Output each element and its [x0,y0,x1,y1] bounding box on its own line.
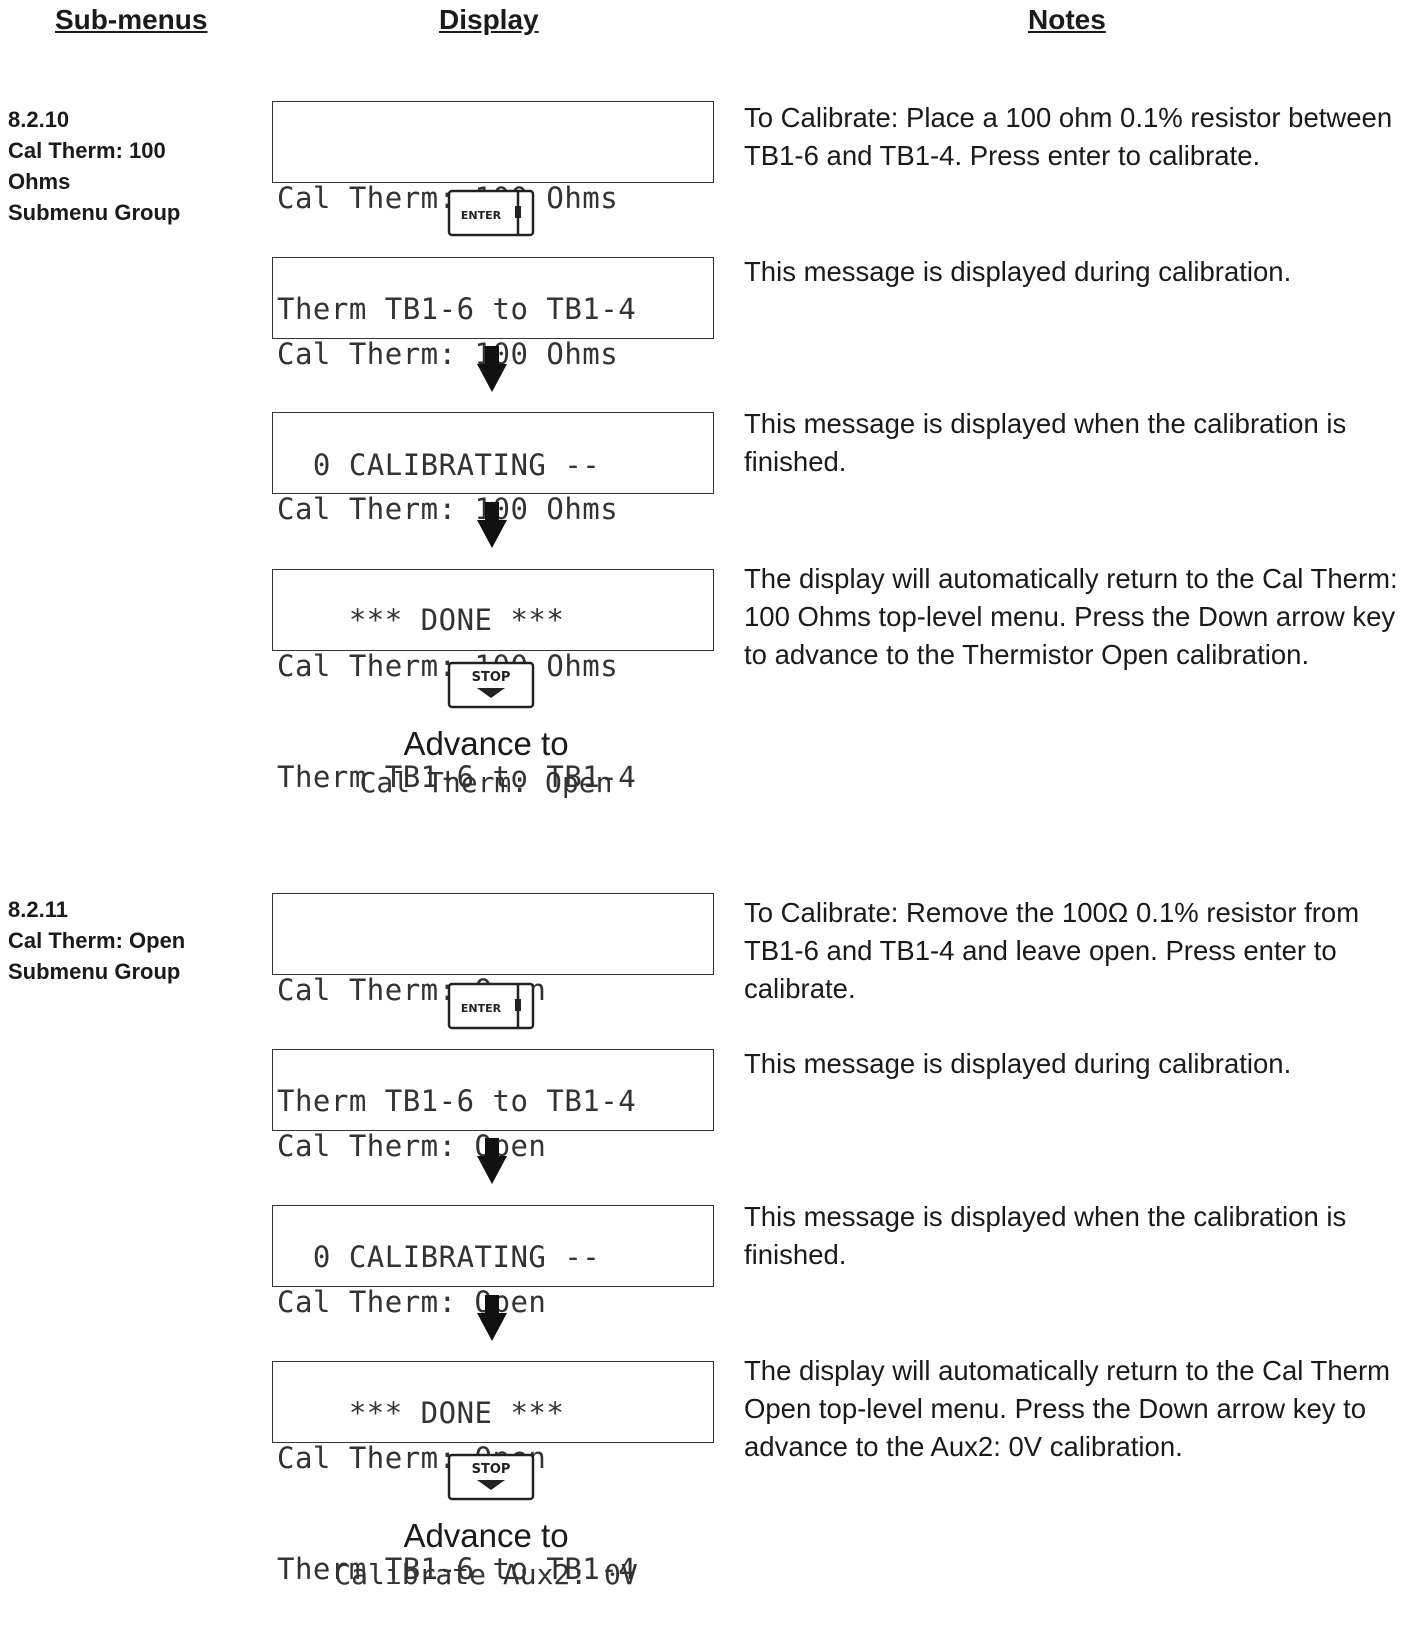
lcd-line2: Therm TB1-6 to TB1-4 [277,292,637,326]
lcd-line1: Cal Therm: Open [277,1285,547,1319]
section-name-line1: Cal Therm: 100 [8,138,166,163]
section-name-line2: Submenu Group [8,959,181,984]
down-arrow-icon [477,502,507,548]
note-text: This message is displayed when the calib… [744,1201,1347,1270]
advance-block: Advance to Calibrate Aux2: 0V [300,1516,672,1594]
stop-key-label: STOP [472,670,511,685]
note-text: The display will automatically return to… [744,1355,1391,1462]
enter-key-icon[interactable]: ENTER [446,981,536,1031]
enter-key-icon[interactable]: ENTER [446,188,536,238]
lcd-line1: Cal Therm: 100 Ohms [277,337,619,371]
advance-label: Advance to [403,725,569,762]
advance-block: Advance to Cal Therm: Open [300,724,672,802]
lcd-screen: Cal Therm: Open Therm TB1-6 to TB1-4 [272,893,714,1118]
lcd-screen: Cal Therm: 100 Ohms Therm TB1-6 to TB1-4 [272,569,714,794]
note-text: To Calibrate: Remove the 100Ω 0.1% resis… [744,897,1360,1004]
header-submenus: Sub-menus [55,4,208,35]
advance-target: Calibrate Aux2: 0V [334,1558,638,1591]
header-notes: Notes [1028,4,1106,35]
section-number: 8.2.10 [8,107,70,132]
note-text: To Calibrate: Place a 100 ohm 0.1% resis… [744,102,1393,171]
advance-target: Cal Therm: Open [359,766,613,799]
lcd-line2: *** DONE *** [277,1396,565,1430]
note-text: This message is displayed during calibra… [744,1048,1292,1079]
lcd-line2: Therm TB1-6 to TB1-4 [277,760,637,794]
down-arrow-icon [477,1295,507,1341]
header-display: Display [439,4,539,35]
section-name-line2: Ohms [8,169,71,194]
lcd-screen: Cal Therm: Open *** DONE *** [272,1205,714,1430]
down-arrow-icon [477,346,507,392]
lcd-line2: Therm TB1-6 to TB1-4 [277,1084,637,1118]
enter-key-label: ENTER [461,209,502,222]
down-arrow-icon [477,1138,507,1184]
stop-key-label: STOP [472,1462,511,1477]
lcd-screen: Cal Therm: 100 Ohms *** DONE *** [272,412,714,637]
lcd-line1: Cal Therm: 100 Ohms [277,649,619,683]
note-text: The display will automatically return to… [744,563,1398,670]
section-name-line1: Cal Therm: Open [8,928,186,953]
note-text: This message is displayed when the calib… [744,408,1347,477]
lcd-line2: 0 CALIBRATING -- [277,448,601,482]
section-label-8-2-11: 8.2.11 Cal Therm: Open Submenu Group [8,894,185,987]
advance-label: Advance to [403,1517,569,1554]
section-name-line3: Submenu Group [8,200,181,225]
lcd-screen: Cal Therm: 100 Ohms Therm TB1-6 to TB1-4 [272,101,714,326]
stop-down-key-icon[interactable]: STOP [446,1452,536,1502]
lcd-line2: *** DONE *** [277,603,565,637]
lcd-screen: Cal Therm: Open Therm TB1-6 to TB1-4 [272,1361,714,1586]
lcd-screen: Cal Therm: 100 Ohms 0 CALIBRATING -- [272,257,714,482]
section-number: 8.2.11 [8,897,68,922]
lcd-line1: Cal Therm: 100 Ohms [277,181,619,215]
lcd-line2: 0 CALIBRATING -- [277,1240,601,1274]
lcd-line1: Cal Therm: Open [277,1129,547,1163]
lcd-line2: Therm TB1-6 to TB1-4 [277,1552,637,1586]
stop-down-key-icon[interactable]: STOP [446,660,536,710]
section-label-8-2-10: 8.2.10 Cal Therm: 100 Ohms Submenu Group [8,104,180,228]
note-text: This message is displayed during calibra… [744,256,1292,287]
enter-key-label: ENTER [461,1002,502,1015]
lcd-screen: Cal Therm: Open 0 CALIBRATING -- [272,1049,714,1274]
